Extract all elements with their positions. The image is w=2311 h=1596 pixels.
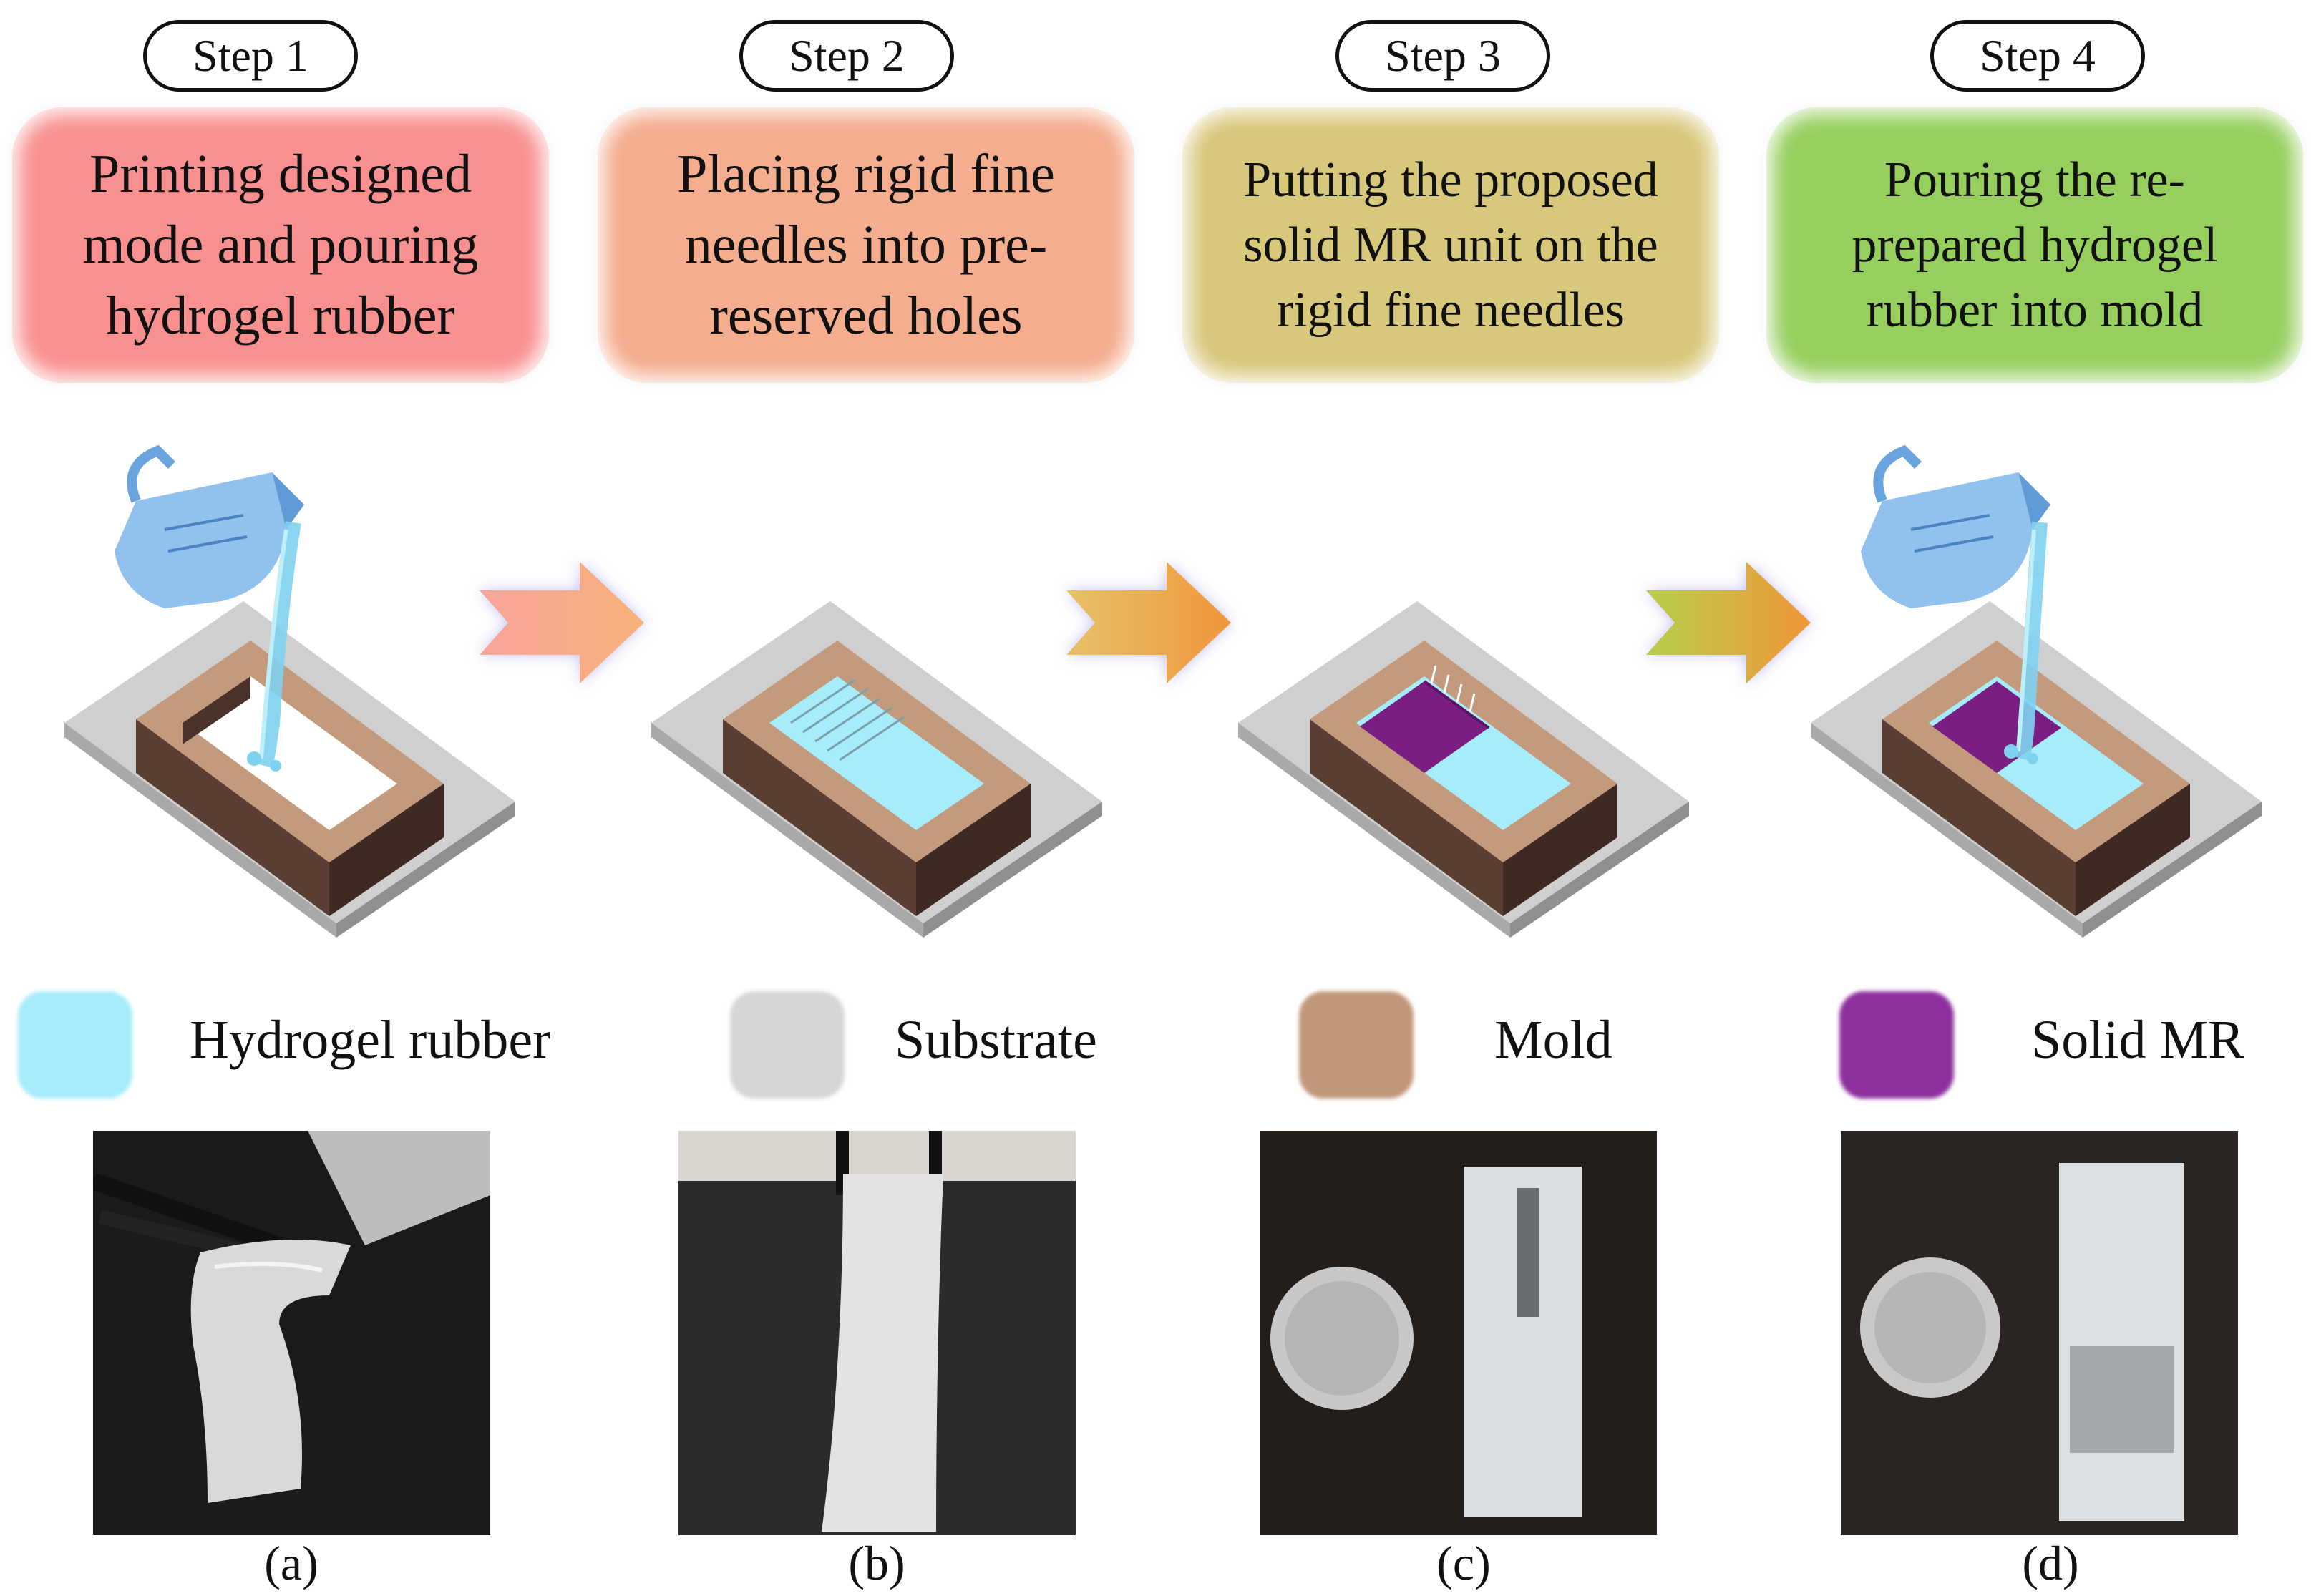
mold-frame (136, 641, 444, 916)
photo-d (1841, 1131, 2238, 1535)
legend-solid-mr-label: Solid MR (2031, 1010, 2244, 1070)
step-3-line-2: solid MR unit on the (1243, 218, 1658, 273)
step-4-description: Pouring the re- prepared hydrogel rubber… (1766, 107, 2303, 383)
mold-swatch (1299, 991, 1414, 1099)
substrate-swatch (730, 991, 845, 1099)
solid-mr-unit (1360, 680, 1490, 773)
photo-c (1260, 1131, 1657, 1535)
photo-a (93, 1131, 490, 1535)
step-4-line-3: rubber into mold (1866, 283, 2204, 338)
solid-mr-swatch (1839, 991, 1954, 1099)
illustration-step-3 (1238, 601, 1689, 938)
caption-a: (a) (264, 1536, 318, 1590)
caption-b: (b) (848, 1536, 905, 1590)
mold-frame (723, 641, 1031, 916)
step-2-pill: Step 2 (739, 20, 954, 92)
step-2-line-1: Placing rigid fine (677, 144, 1055, 205)
step-1-description: Printing designed mode and pouring hydro… (12, 107, 549, 383)
legend-mold-label: Mold (1494, 1010, 1612, 1070)
hydrogel-swatch (18, 991, 132, 1099)
step-2-line-2: needles into pre- (684, 215, 1048, 276)
legend-substrate-label: Substrate (895, 1010, 1097, 1070)
step-1-line-1: Printing designed (89, 144, 472, 205)
step-3-description: Putting the proposed solid MR unit on th… (1182, 107, 1719, 383)
fine-needles (790, 678, 905, 761)
caption-c: (c) (1436, 1536, 1491, 1590)
pouring-stream (2004, 522, 2048, 764)
pouring-cup-icon (115, 444, 304, 608)
step-3-label: Step 3 (1385, 30, 1501, 81)
illustration-step-2 (651, 601, 1102, 938)
photo-d-image (1841, 1131, 2238, 1535)
caption-d: (d) (2022, 1536, 2079, 1590)
step-3-line-3: rigid fine needles (1277, 283, 1625, 338)
photo-a-image (93, 1131, 490, 1535)
step-1-line-3: hydrogel rubber (106, 285, 455, 346)
arrow-right-icon (1066, 562, 1231, 683)
illustration-step-4 (1811, 444, 2262, 938)
step-2-label: Step 2 (789, 30, 905, 81)
step-1-pill: Step 1 (143, 20, 358, 92)
photo-b (678, 1131, 1076, 1535)
step-2-line-3: reserved holes (709, 285, 1023, 346)
step-2-description: Placing rigid fine needles into pre- res… (598, 107, 1134, 383)
step-4-label: Step 4 (1980, 30, 2096, 81)
legend-hydrogel-label: Hydrogel rubber (190, 1010, 551, 1070)
step-4-pill: Step 4 (1930, 20, 2145, 92)
step-4-line-2: prepared hydrogel (1852, 218, 2218, 273)
step-3-pill: Step 3 (1335, 20, 1550, 92)
fine-needles (1430, 665, 1476, 712)
step-3-line-1: Putting the proposed (1243, 152, 1658, 208)
arrow-right-icon (1646, 562, 1811, 683)
pouring-cup-icon (1861, 444, 2050, 608)
photo-c-image (1260, 1131, 1657, 1535)
step-4-line-1: Pouring the re- (1884, 152, 2185, 208)
illustration-step-1 (64, 444, 515, 938)
arrow-right-icon (480, 562, 644, 683)
pouring-stream (247, 521, 301, 772)
step-1-label: Step 1 (193, 30, 308, 81)
step-1-line-2: mode and pouring (82, 215, 479, 276)
photo-b-image (678, 1131, 1076, 1535)
